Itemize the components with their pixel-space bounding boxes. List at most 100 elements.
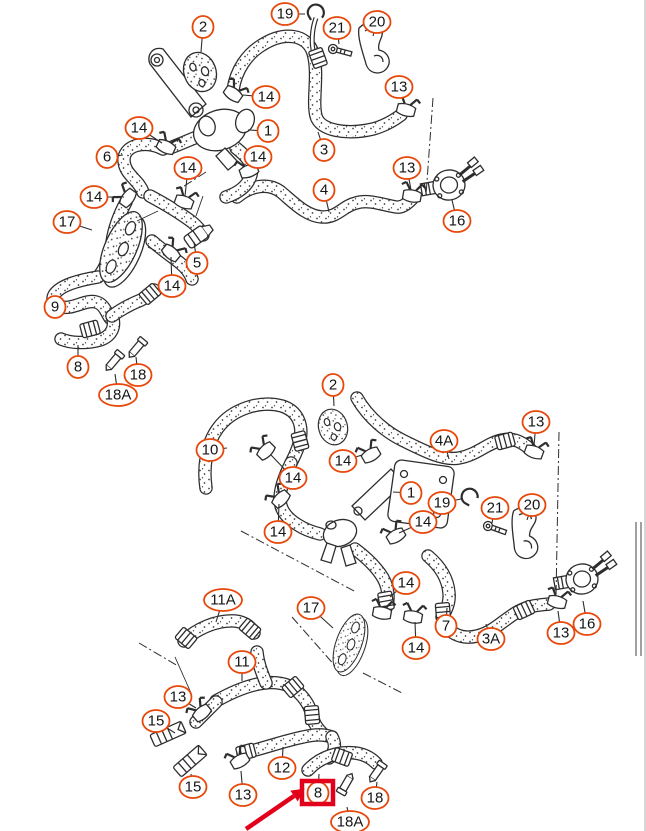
callout-18A[interactable]: 18A [330, 806, 370, 831]
callout-ellipse[interactable] [98, 383, 138, 407]
callout-13[interactable]: 13 [228, 770, 258, 807]
callout-ellipse[interactable] [517, 493, 547, 517]
callout-13[interactable]: 13 [384, 75, 414, 105]
callout-3[interactable]: 3 [312, 131, 336, 162]
callout-8[interactable]: 8 [66, 345, 90, 379]
callout-14[interactable]: 14 [263, 503, 293, 544]
callout-20[interactable]: 20 [362, 10, 392, 37]
callout-16[interactable]: 16 [442, 199, 472, 233]
callout-14[interactable]: 14 [270, 454, 308, 490]
callout-13[interactable]: 13 [392, 156, 422, 191]
callout-ellipse[interactable] [476, 627, 506, 651]
callout-ellipse[interactable] [270, 2, 300, 26]
callout-14[interactable]: 14 [124, 116, 163, 144]
callout-ellipse[interactable] [322, 16, 352, 40]
callout-15[interactable]: 15 [141, 709, 176, 734]
callout-ellipse[interactable] [95, 145, 119, 169]
callout-ellipse[interactable] [185, 251, 209, 275]
callout-ellipse[interactable] [384, 75, 414, 99]
callout-18[interactable]: 18 [123, 356, 153, 387]
callout-14[interactable]: 14 [242, 85, 281, 109]
callout-ellipse[interactable] [256, 119, 280, 143]
callout-14[interactable]: 14 [243, 145, 273, 169]
callout-ellipse[interactable] [401, 636, 431, 660]
callout-ellipse[interactable] [328, 449, 358, 473]
callout-ellipse[interactable] [408, 510, 438, 534]
callout-ellipse[interactable] [43, 295, 67, 319]
callout-14[interactable]: 14 [157, 256, 187, 298]
callout-19[interactable]: 19 [270, 2, 306, 26]
callout-ellipse[interactable] [429, 429, 459, 453]
callout-7[interactable]: 7 [434, 607, 458, 638]
callout-ellipse[interactable] [227, 650, 257, 674]
callout-16[interactable]: 16 [572, 600, 602, 636]
callout-ellipse[interactable] [191, 15, 215, 39]
callout-ellipse[interactable] [173, 156, 203, 180]
callout-14[interactable]: 14 [401, 621, 431, 660]
callout-ellipse[interactable] [321, 373, 345, 397]
callout-ellipse[interactable] [79, 185, 109, 209]
callout-ellipse[interactable] [434, 614, 458, 638]
callout-2[interactable]: 2 [321, 373, 345, 407]
callout-ellipse[interactable] [243, 145, 273, 169]
callout-9[interactable]: 9 [43, 295, 67, 319]
callout-11A[interactable]: 11A [203, 588, 243, 623]
callout-1[interactable]: 1 [392, 481, 423, 505]
callout-18[interactable]: 18 [360, 781, 390, 810]
callout-ellipse[interactable] [123, 363, 153, 387]
callout-ellipse[interactable] [157, 274, 187, 298]
callout-ellipse[interactable] [195, 438, 225, 462]
callout-14[interactable]: 14 [398, 510, 438, 534]
callout-1[interactable]: 1 [247, 119, 280, 143]
callout-ellipse[interactable] [427, 491, 457, 515]
callout-ellipse[interactable] [251, 85, 281, 109]
callout-20[interactable]: 20 [517, 493, 547, 521]
callout-13[interactable]: 13 [163, 685, 197, 709]
callout-ellipse[interactable] [263, 520, 293, 544]
callout-ellipse[interactable] [546, 621, 576, 645]
callout-10[interactable]: 10 [195, 438, 228, 462]
callout-ellipse[interactable] [391, 571, 421, 595]
callout-14[interactable]: 14 [328, 449, 363, 473]
callout-ellipse[interactable] [278, 466, 308, 490]
callout-ellipse[interactable] [521, 410, 551, 434]
callout-14[interactable]: 14 [389, 571, 421, 598]
callout-17[interactable]: 17 [296, 596, 334, 629]
callout-14[interactable]: 14 [173, 156, 203, 197]
callout-15[interactable]: 15 [178, 773, 208, 799]
callout-17[interactable]: 17 [52, 210, 93, 234]
callout-ellipse[interactable] [399, 481, 423, 505]
callout-19[interactable]: 19 [427, 491, 462, 515]
callout-13[interactable]: 13 [521, 410, 551, 447]
callout-21[interactable]: 21 [322, 16, 352, 45]
callout-ellipse[interactable] [163, 685, 193, 709]
callout-6[interactable]: 6 [95, 145, 124, 169]
callout-ellipse[interactable] [141, 709, 171, 733]
callout-18A[interactable]: 18A [98, 373, 138, 407]
callout-ellipse[interactable] [572, 612, 602, 636]
callout-ellipse[interactable] [362, 10, 392, 34]
callout-ellipse[interactable] [392, 156, 422, 180]
callout-12[interactable]: 12 [267, 746, 297, 780]
callout-ellipse[interactable] [203, 588, 243, 612]
callout-ellipse[interactable] [178, 775, 208, 799]
callout-8[interactable]: 8 [306, 773, 330, 805]
callout-21[interactable]: 21 [480, 496, 510, 524]
callout-ellipse[interactable] [480, 496, 510, 520]
callout-2[interactable]: 2 [191, 15, 215, 53]
callout-ellipse[interactable] [124, 116, 154, 140]
callout-ellipse[interactable] [360, 786, 390, 810]
callout-14[interactable]: 14 [79, 185, 125, 209]
callout-5[interactable]: 5 [185, 241, 209, 275]
callout-ellipse[interactable] [267, 756, 297, 780]
callout-13[interactable]: 13 [546, 610, 576, 645]
callout-11[interactable]: 11 [227, 650, 257, 681]
callout-ellipse[interactable] [52, 210, 82, 234]
callout-3A[interactable]: 3A [476, 623, 506, 651]
callout-ellipse[interactable] [330, 810, 370, 831]
callout-4A[interactable]: 4A [429, 429, 459, 460]
callout-ellipse[interactable] [312, 138, 336, 162]
callout-ellipse[interactable] [296, 596, 326, 620]
callout-4[interactable]: 4 [312, 178, 336, 213]
callout-ellipse[interactable] [442, 209, 472, 233]
